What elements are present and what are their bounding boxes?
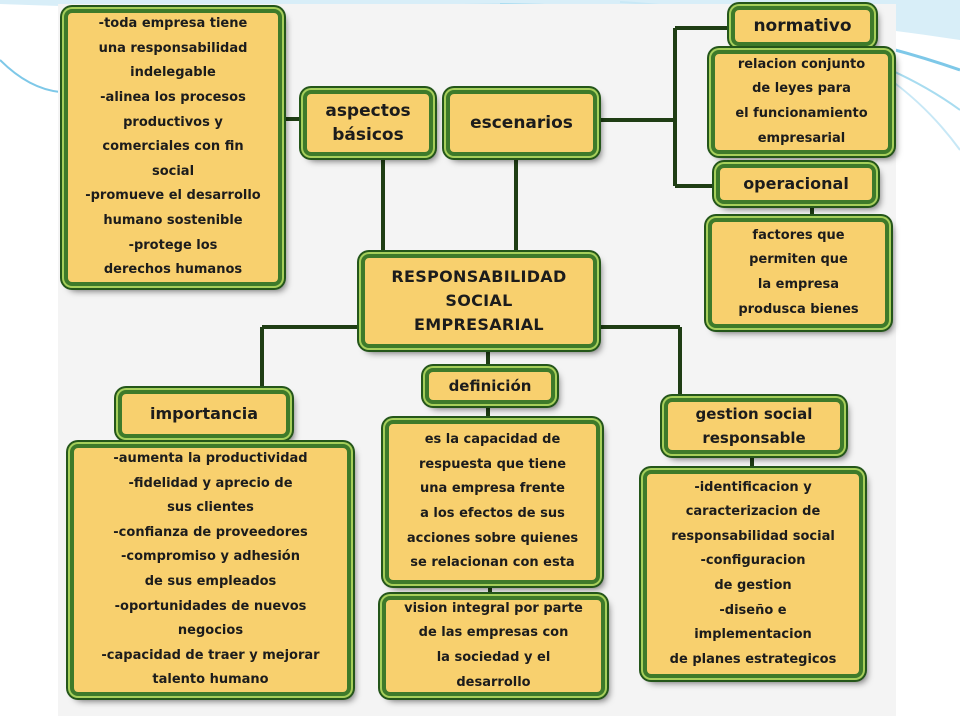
operacional-box: operacional (716, 164, 876, 204)
aspectos-detail-line: -promueve el desarrollo (85, 188, 261, 204)
importancia-detail-line: sus clientes (167, 500, 254, 516)
operacional-detail-line: factores que (752, 227, 845, 243)
importancia-box: importancia (118, 390, 290, 438)
aspectos-detail-line: una responsabilidad (98, 40, 248, 56)
aspectos-detail-line: -protege los (128, 237, 218, 253)
gestion-detail-line: -identificacion y (694, 479, 812, 495)
normativo-label: normativo (753, 16, 852, 36)
importancia-detail-line: de sus empleados (144, 574, 277, 589)
normativo-detail-line: relacion conjunto (737, 56, 866, 72)
main-title-line: SOCIAL (445, 291, 513, 310)
main-title-line: EMPRESARIAL (414, 315, 544, 334)
importancia-detail-line: talento humano (152, 672, 269, 688)
vision-line: desarrollo (456, 674, 531, 690)
importancia-detail-line: -oportunidades de nuevos (114, 598, 307, 614)
gestion-label: gestion social (695, 405, 813, 423)
operacional-detail-line: la empresa (757, 277, 840, 292)
aspectos-detail-line: productivos y (123, 114, 223, 130)
responsabilidad-social-empresarial-box: RESPONSABILIDAD SOCIAL EMPRESARIAL (361, 254, 597, 348)
definicion-label: definición (448, 377, 532, 395)
definicion-detail-box: es la capacidad de respuesta que tiene u… (385, 420, 600, 584)
gestion-detail-line: -diseño e (719, 602, 787, 618)
main-title-line: RESPONSABILIDAD (391, 267, 567, 286)
gestion-label: responsable (702, 429, 806, 447)
definicion-detail-line: se relacionan con esta (410, 555, 575, 571)
escenarios-box: escenarios (446, 90, 597, 156)
aspectos-detail-line: -toda empresa tiene (98, 16, 248, 32)
aspectos-basicos-box: aspectos básicos (303, 90, 433, 156)
definicion-detail-line: acciones sobre quienes (406, 530, 579, 546)
importancia-detail-box: -aumenta la productividad -fidelidad y a… (70, 444, 351, 696)
normativo-detail-box: relacion conjunto de leyes para el funci… (711, 50, 892, 154)
aspectos-detail-line: comerciales con fin (102, 139, 244, 155)
gestion-detail-line: de gestion (714, 578, 792, 593)
aspectos-label: básicos (332, 125, 404, 145)
importancia-detail-line: negocios (177, 623, 244, 639)
definicion-detail-line: a los efectos de sus (420, 506, 565, 521)
gestion-detail-box: -identificacion y caracterizacion de res… (643, 470, 863, 678)
definicion-box: definición (425, 368, 555, 404)
vision-integral-box: vision integral por parte de las empresa… (382, 596, 605, 696)
escenarios-label: escenarios (470, 113, 573, 133)
normativo-detail-line: de leyes para (752, 81, 851, 97)
gestion-detail-line: responsabilidad social (671, 528, 835, 544)
operacional-detail-line: produsca bienes (738, 301, 859, 317)
aspectos-detail-box: -toda empresa tiene una responsabilidad … (64, 9, 282, 286)
importancia-detail-line: -aumenta la productividad (113, 451, 308, 467)
gestion-detail-line: caracterizacion de (685, 504, 821, 520)
gestion-detail-line: de planes estrategicos (669, 651, 837, 667)
importancia-detail-line: -compromiso y adhesión (121, 549, 300, 565)
gestion-detail-line: implementacion (694, 627, 812, 643)
importancia-detail-line: -fidelidad y aprecio de (128, 475, 293, 491)
importancia-label: importancia (149, 404, 259, 423)
definicion-detail-line: una empresa frente (420, 481, 565, 497)
operacional-detail-line: permiten que (749, 252, 848, 268)
aspectos-detail-line: indelegable (130, 65, 216, 81)
vision-line: la sociedad y el (436, 650, 551, 665)
aspectos-label: aspectos (325, 101, 411, 121)
aspectos-detail-line: humano sostenible (103, 212, 243, 228)
definicion-detail-line: es la capacidad de (424, 432, 561, 448)
operacional-label: operacional (743, 174, 849, 193)
aspectos-detail-line: -alinea los procesos (100, 90, 246, 106)
importancia-detail-line: -capacidad de traer y mejorar (101, 647, 320, 663)
normativo-box: normativo (731, 6, 874, 46)
normativo-detail-line: el funcionamiento (735, 106, 868, 121)
vision-line: vision integral por parte (404, 600, 583, 616)
normativo-detail-line: empresarial (757, 130, 846, 146)
aspectos-detail-line: social (151, 163, 195, 179)
definicion-detail-line: respuesta que tiene (418, 456, 567, 472)
operacional-detail-box: factores que permiten que la empresa pro… (708, 218, 889, 328)
gestion-detail-line: -configuracion (700, 553, 806, 569)
gestion-social-responsable-box: gestion social responsable (664, 398, 844, 454)
importancia-detail-line: -confianza de proveedores (113, 524, 308, 540)
aspectos-detail-line: derechos humanos (103, 262, 243, 278)
vision-line: de las empresas con (418, 625, 569, 641)
